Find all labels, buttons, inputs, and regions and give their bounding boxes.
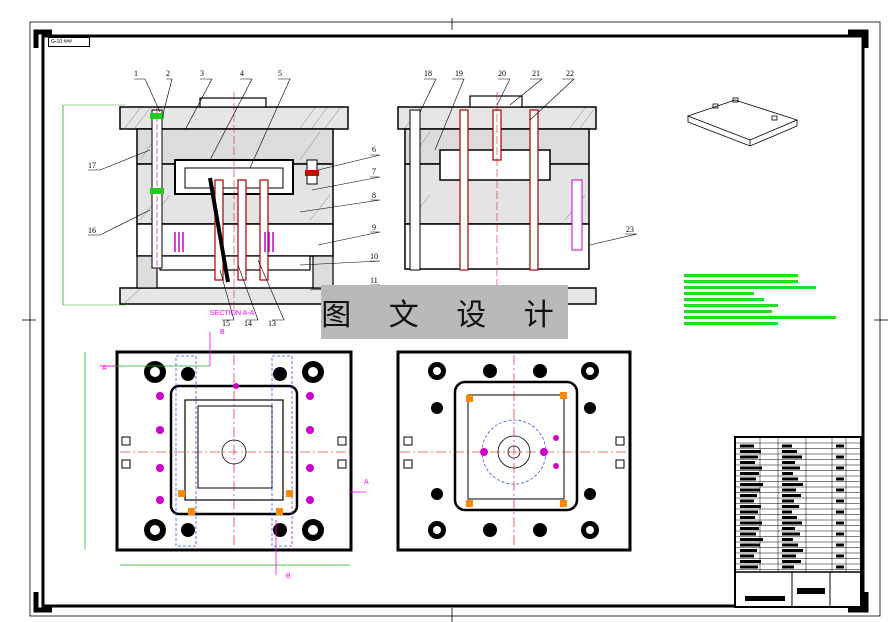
plan-view-left (84, 332, 366, 575)
inner-frame (41, 34, 865, 608)
part-number-label: 23 (626, 225, 634, 234)
section-markers: A A B B (102, 329, 369, 580)
part-number-label: 4 (240, 69, 244, 78)
part-number-label: 11 (370, 276, 378, 285)
part-number-label: 13 (268, 319, 276, 328)
technical-notes (684, 274, 836, 325)
part-number-label: 19 (455, 69, 463, 78)
part-number-label: 14 (244, 319, 252, 328)
plan-view-right (396, 350, 632, 552)
part-number-label: 17 (88, 161, 96, 170)
part-labels-left: 1 2 3 4 5 6 7 8 9 10 11 13 14 15 16 17 (88, 69, 378, 328)
section-view-right (397, 78, 638, 310)
part-number-label: 10 (370, 252, 378, 261)
part-number-label: 20 (498, 69, 506, 78)
section-marker: A (364, 479, 369, 486)
outer-border (29, 21, 881, 617)
part-number-label: 18 (424, 69, 432, 78)
part-number-label: 8 (372, 191, 376, 200)
section-view-left (62, 78, 381, 321)
part-number-label: 3 (200, 69, 204, 78)
part-number-label: 5 (278, 69, 282, 78)
part-number-label: 15 (222, 319, 230, 328)
drawing-code-tag: G-10 ### (48, 37, 90, 47)
part-number-label: 7 (372, 167, 376, 176)
part-number-label: 2 (166, 69, 170, 78)
title-block (734, 436, 862, 608)
part-isometric (686, 97, 799, 147)
part-number-label: 22 (566, 69, 574, 78)
section-marker: B (220, 329, 225, 336)
watermark-overlay: 图 文 设 计 (321, 285, 568, 339)
part-number-label: 9 (372, 223, 376, 232)
part-number-label: 1 (134, 69, 138, 78)
part-number-label: 6 (372, 145, 376, 154)
corner-marks (33, 29, 869, 613)
section-marker: A (102, 365, 107, 372)
part-number-label: 16 (88, 226, 96, 235)
section-marker: B (286, 573, 291, 580)
part-labels-right: 18 19 20 21 22 23 (424, 69, 634, 234)
section-label: SECTION A-A (210, 310, 255, 317)
part-number-label: 21 (532, 69, 540, 78)
